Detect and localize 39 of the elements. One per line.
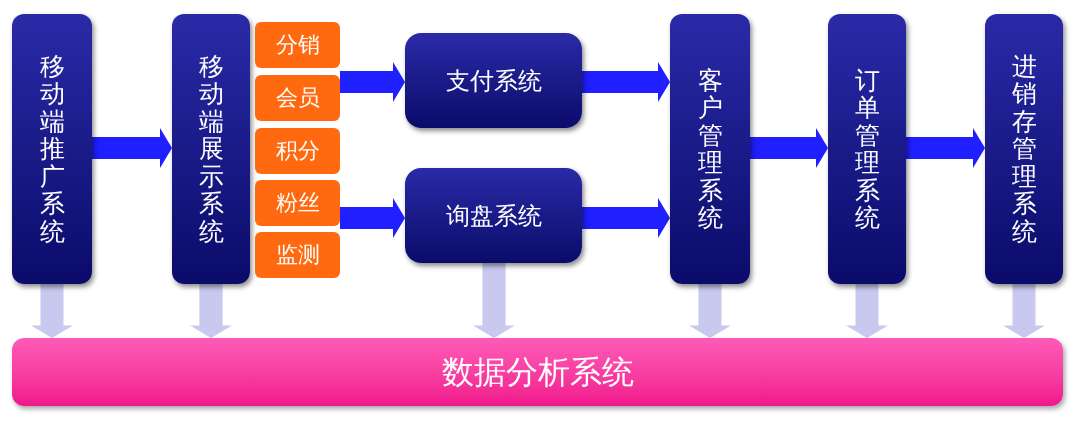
- block-arrow: [31, 284, 73, 338]
- module-tag: [255, 180, 340, 226]
- node-label: 询盘系统: [445, 200, 542, 231]
- module-tag: [255, 128, 340, 174]
- block-arrow: [582, 198, 670, 238]
- node-label: 订单管理系统: [854, 66, 880, 232]
- analysis-bar: [12, 338, 1063, 406]
- block-arrow: [846, 284, 888, 338]
- block-arrow: [473, 263, 515, 338]
- node-label: 积分: [275, 137, 320, 165]
- node-label: 进销存管理系统: [1011, 52, 1037, 246]
- node-label: 分销: [275, 31, 320, 59]
- system-box: [405, 33, 582, 128]
- block-arrow: [92, 128, 172, 168]
- node-label: 监测: [275, 241, 320, 269]
- system-box: [985, 14, 1063, 284]
- node-label: 会员: [275, 84, 320, 112]
- system-box: [12, 14, 92, 284]
- block-arrow: [582, 62, 670, 102]
- block-arrow: [750, 128, 828, 168]
- block-arrow: [340, 198, 405, 238]
- module-tag: [255, 22, 340, 68]
- system-box: [405, 168, 582, 263]
- block-arrow: [689, 284, 731, 338]
- system-box: [828, 14, 906, 284]
- module-tag: [255, 75, 340, 121]
- block-arrow: [340, 62, 405, 102]
- node-label: 移动端推广系统: [39, 52, 65, 246]
- system-box: [172, 14, 250, 284]
- node-label: 粉丝: [275, 189, 320, 217]
- node-label: 支付系统: [445, 65, 542, 96]
- system-box: [670, 14, 750, 284]
- node-label: 移动端展示系统: [198, 52, 224, 246]
- node-label: 数据分析系统: [441, 352, 634, 392]
- block-arrow: [1003, 284, 1045, 338]
- block-arrow: [190, 284, 232, 338]
- block-arrow: [906, 128, 985, 168]
- module-tag: [255, 232, 340, 278]
- node-label: 客户管理系统: [697, 66, 723, 232]
